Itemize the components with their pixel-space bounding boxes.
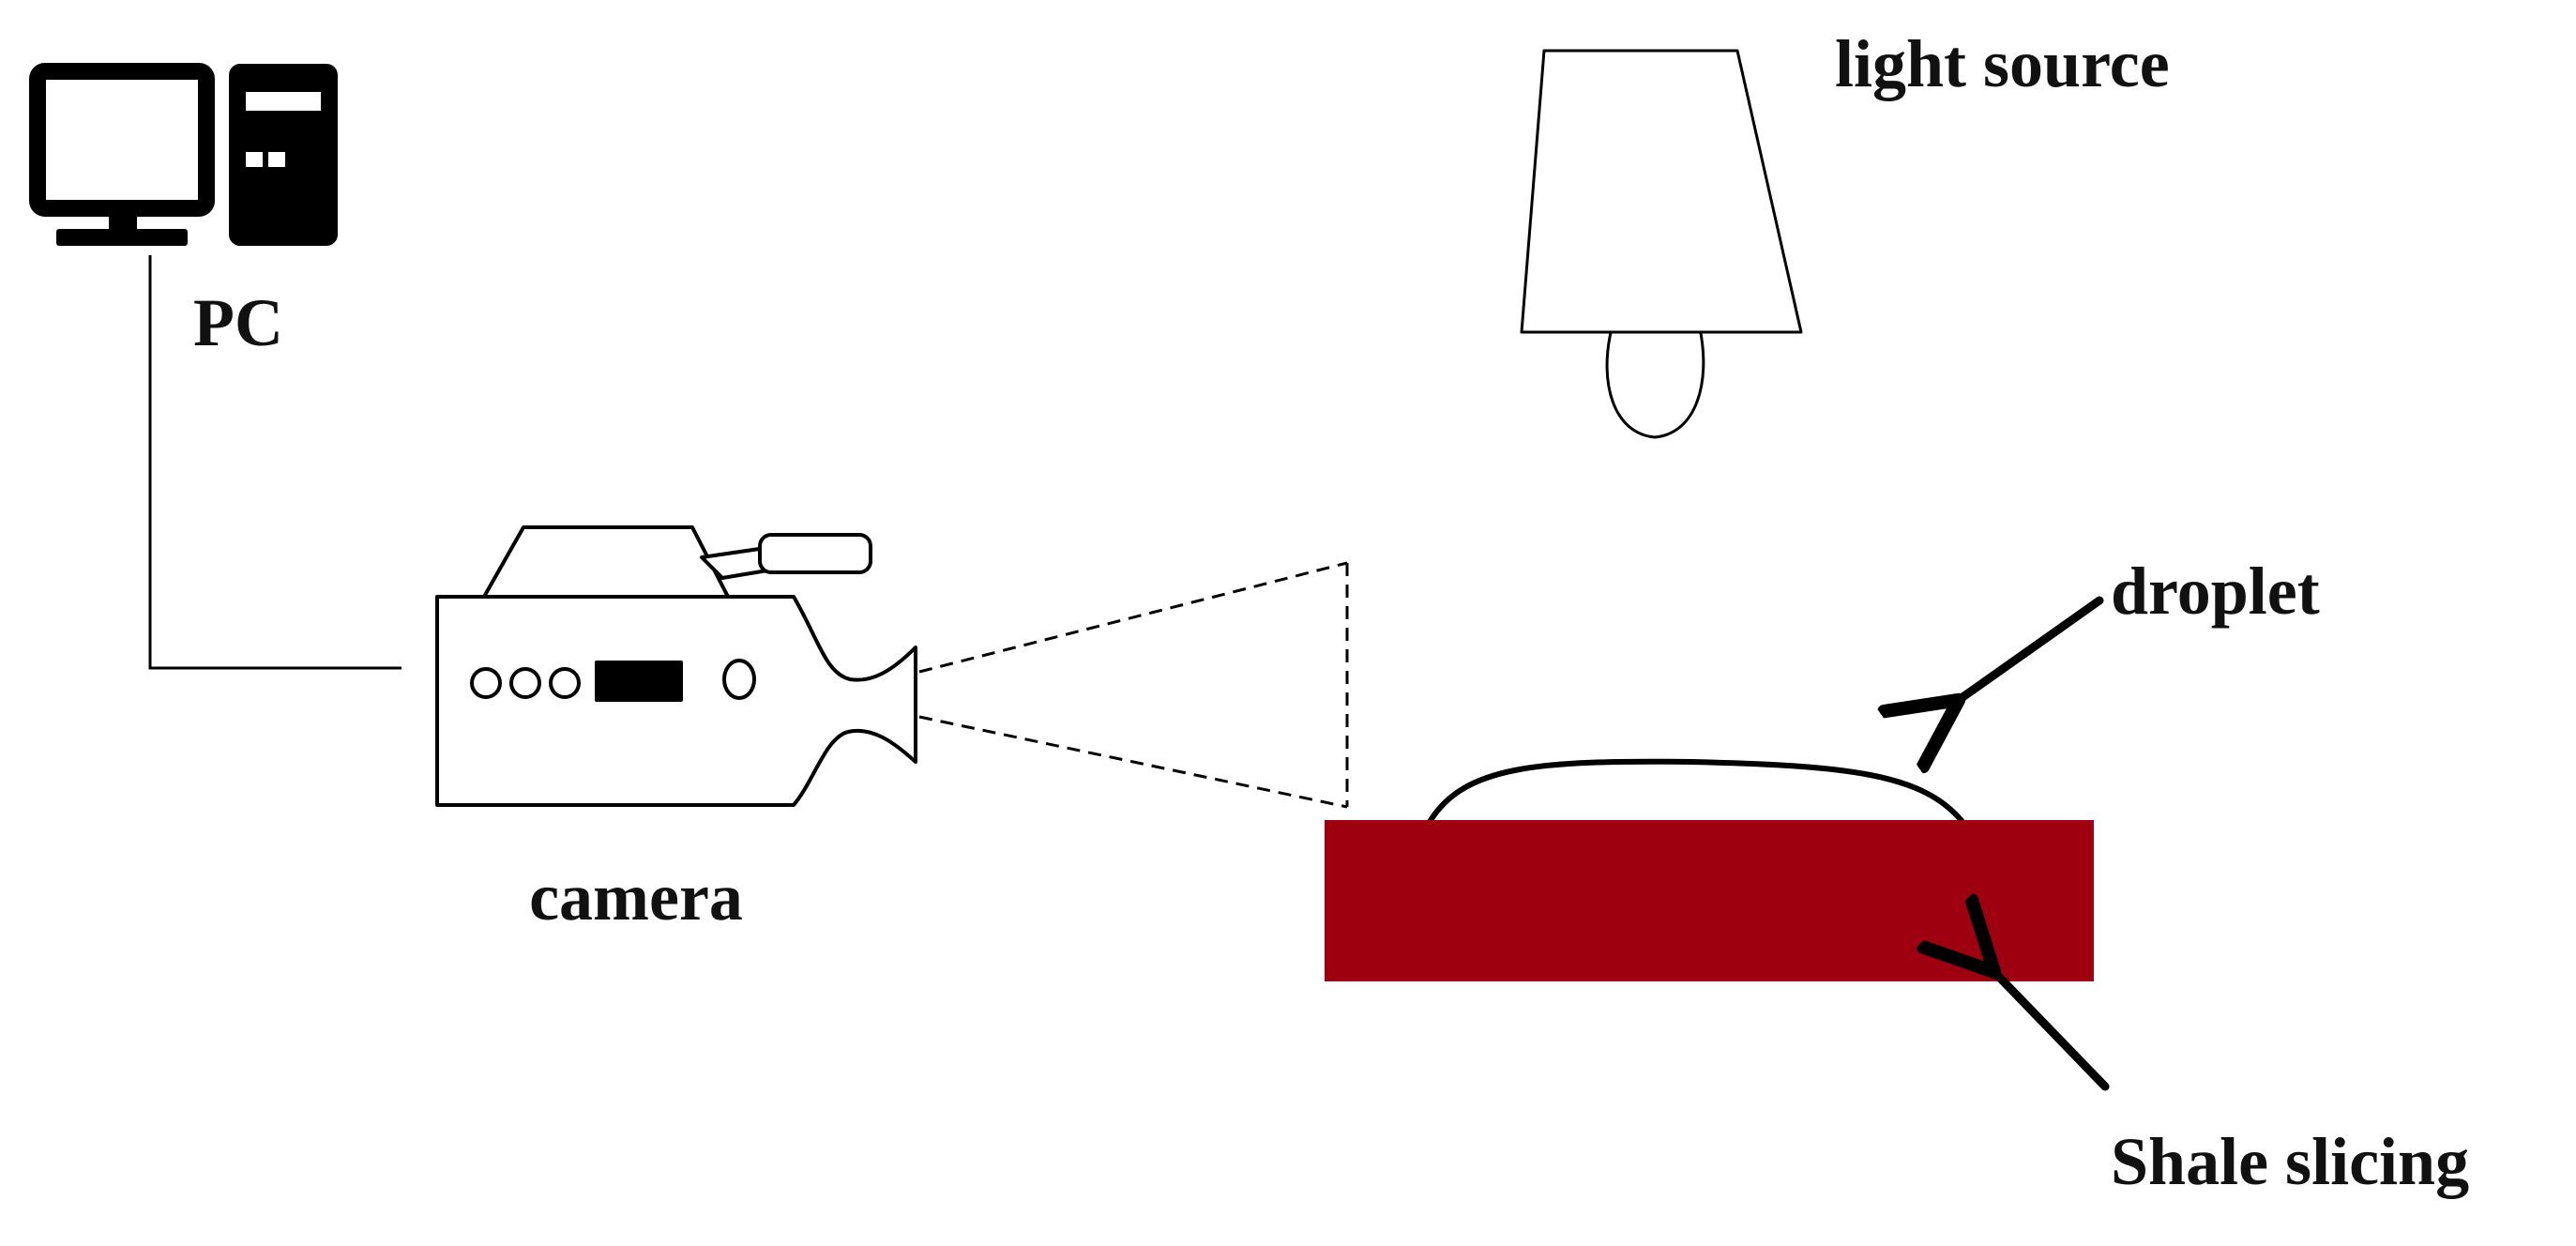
monitor-stand	[109, 212, 137, 233]
light-source-label: light source	[1835, 26, 2170, 101]
camera-button-2	[509, 667, 541, 699]
pc-tower-drive	[246, 92, 321, 111]
monitor-base	[56, 229, 188, 246]
pc-camera-cable	[148, 255, 402, 670]
lamp-icon	[1520, 49, 1803, 439]
lamp-shade	[1520, 49, 1803, 334]
pc-tower-button-1	[246, 152, 263, 167]
droplet-arrow	[1959, 596, 2104, 700]
shale-slice	[1325, 820, 2094, 981]
camera-top-housing	[482, 525, 730, 599]
computer-icon	[29, 63, 338, 246]
camera-record-button	[722, 659, 756, 700]
shale-slicing-arrow	[1994, 972, 2110, 1091]
camera-display	[595, 661, 683, 702]
video-camera-icon	[435, 525, 917, 807]
camera-field-of-view	[918, 561, 1349, 809]
camera-button-1	[470, 667, 502, 699]
monitor-screen	[29, 63, 215, 217]
lamp-bulb	[1605, 327, 1705, 439]
camera-label: camera	[529, 859, 743, 934]
pc-label: PC	[193, 285, 283, 360]
camera-viewfinder	[758, 533, 872, 574]
camera-button-3	[549, 667, 581, 699]
droplet	[1427, 758, 1965, 825]
shale-slicing-label: Shale slicing	[2111, 1124, 2469, 1199]
droplet-label: droplet	[2111, 554, 2320, 629]
pc-tower-button-2	[268, 152, 285, 167]
